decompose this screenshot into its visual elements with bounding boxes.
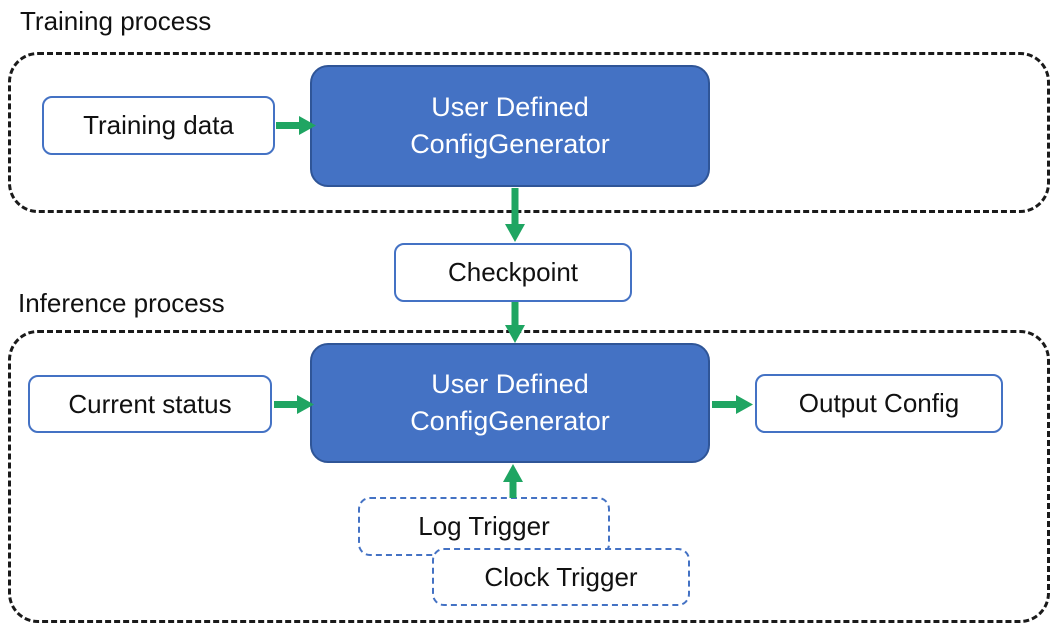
inference-section-label: Inference process bbox=[18, 288, 225, 318]
inference-config-generator-line1: User Defined bbox=[431, 369, 589, 399]
training-section-label: Training process bbox=[20, 6, 212, 36]
training-data-box: Training data bbox=[42, 96, 275, 155]
output-config-box: Output Config bbox=[755, 374, 1003, 433]
log-trigger-box: Log Trigger bbox=[358, 497, 610, 556]
arrow-generator-to-output-config bbox=[712, 391, 753, 417]
training-config-generator-line2: ConfigGenerator bbox=[410, 129, 610, 159]
training-config-generator-node: User Defined ConfigGenerator bbox=[310, 65, 710, 187]
arrow-training-data-to-generator bbox=[276, 112, 316, 138]
inference-section-container bbox=[8, 330, 1050, 623]
training-config-generator-line1: User Defined bbox=[431, 92, 589, 122]
arrow-checkpoint-to-inference-generator bbox=[502, 302, 528, 343]
checkpoint-box: Checkpoint bbox=[394, 243, 632, 302]
arrow-current-status-to-generator bbox=[274, 391, 314, 417]
inference-config-generator-line2: ConfigGenerator bbox=[410, 406, 610, 436]
arrow-trigger-to-generator bbox=[500, 464, 526, 498]
inference-config-generator-node: User Defined ConfigGenerator bbox=[310, 343, 710, 463]
training-section-container bbox=[8, 52, 1050, 213]
current-status-box: Current status bbox=[28, 375, 272, 433]
clock-trigger-box: Clock Trigger bbox=[432, 548, 690, 606]
arrow-generator-to-checkpoint bbox=[502, 188, 528, 242]
